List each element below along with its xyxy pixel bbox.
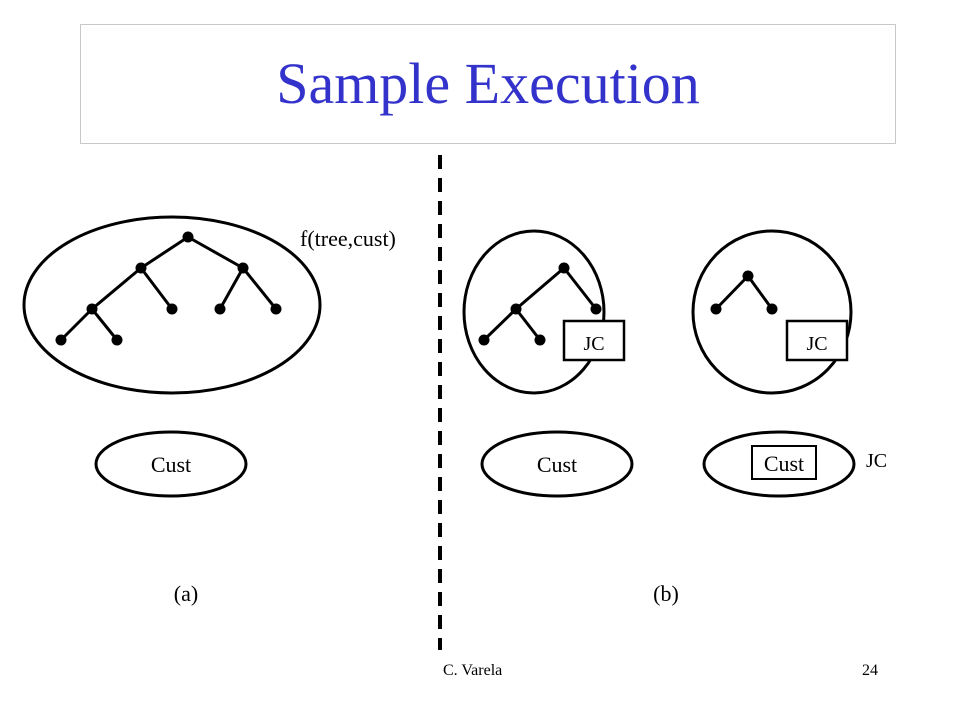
- cust-actor-a: [94, 430, 248, 498]
- cust-box-b-right: [751, 445, 817, 480]
- panel-b-label: (b): [653, 581, 679, 606]
- tree-b-right-nodes: [710, 270, 778, 315]
- jc-box-left: [562, 319, 626, 362]
- cust-actor-b-left: [480, 430, 634, 498]
- cust-label-b-left: Cust: [537, 452, 577, 477]
- tree-a: [59, 235, 278, 342]
- tree-actor-b-left: [462, 229, 606, 395]
- panel-a-label: (a): [174, 581, 198, 606]
- jc-box-right: [785, 319, 849, 362]
- tree-actor-b-right: [691, 229, 853, 395]
- jc-label-left: JC: [583, 333, 604, 355]
- tree-actor-a: [22, 215, 322, 395]
- footer-author: C. Varela: [443, 662, 503, 679]
- tree-b-left-nodes: [478, 262, 602, 346]
- jc-label-outside: JC: [866, 450, 887, 472]
- cust-actor-b-right: [702, 430, 856, 498]
- title-box: Sample Execution: [80, 24, 896, 144]
- jc-label-right: JC: [806, 333, 827, 355]
- call-label: f(tree,cust): [300, 226, 396, 251]
- slide-title: Sample Execution: [276, 51, 700, 116]
- page-number: 24: [862, 662, 878, 679]
- cust-label-a: Cust: [151, 452, 191, 477]
- cust-label-b-right: Cust: [764, 451, 804, 476]
- tree-b-left: [482, 266, 598, 342]
- tree-a-nodes: [55, 231, 282, 346]
- tree-b-right: [714, 274, 774, 311]
